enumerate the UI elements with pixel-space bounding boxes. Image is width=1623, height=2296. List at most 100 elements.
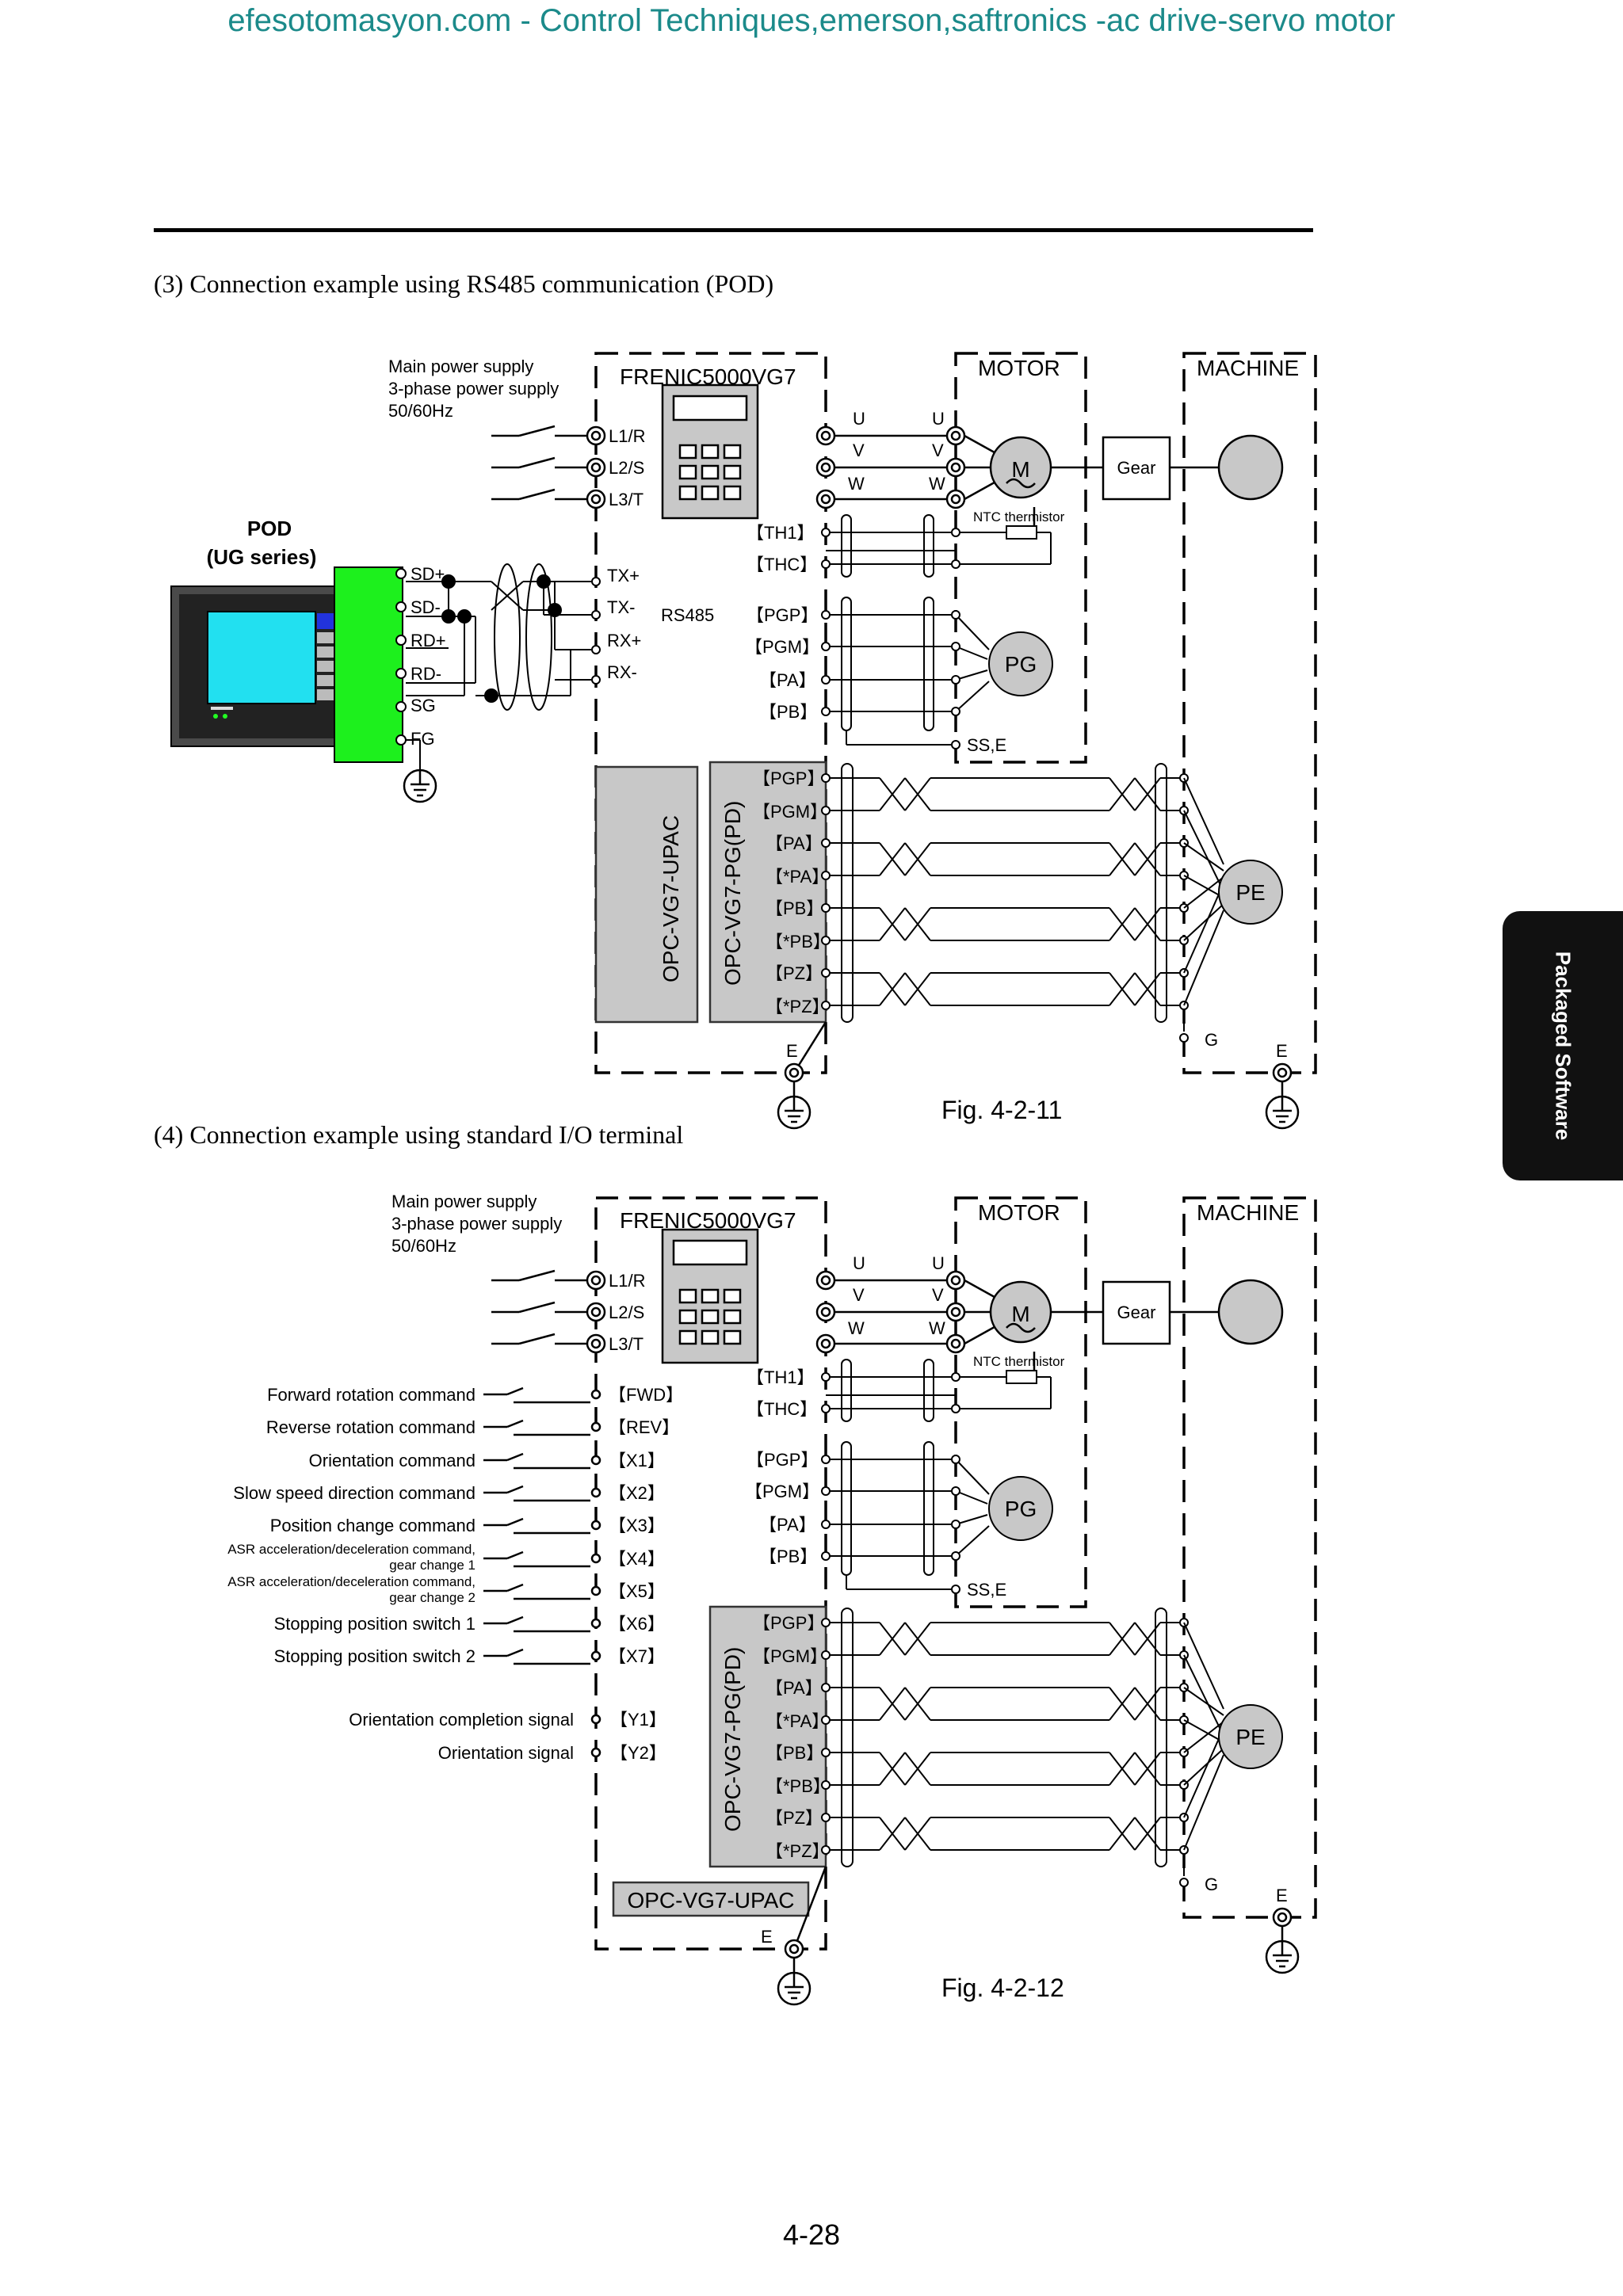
motor-box	[954, 352, 1087, 764]
figure-4-2-12	[483, 1196, 1317, 2006]
pod-term-rd-minus: RD-	[411, 664, 441, 684]
pod-screen	[207, 611, 316, 704]
term-thc-2: 【THC】	[747, 1399, 817, 1419]
pe-term-6: 【*PB】	[766, 932, 831, 952]
opc-pg-card	[708, 761, 827, 1024]
term-v-2: V	[853, 1285, 865, 1305]
motor-label-2: M	[1011, 1302, 1029, 1326]
g-label-2: G	[1205, 1875, 1218, 1894]
pod-term-rd-plus: RD+	[411, 631, 446, 650]
pe-term-8-b: 【*PZ】	[766, 1841, 830, 1861]
motor-box-title: MOTOR	[978, 356, 1060, 380]
pod-term-sd-minus: SD-	[411, 597, 441, 617]
inverter-name: FRENIC5000VG7	[620, 364, 796, 389]
rs485-tx-minus: TX-	[607, 597, 635, 617]
e-label-machine: E	[1276, 1041, 1288, 1061]
pod-series: (UG series)	[207, 545, 317, 569]
inverter-box-2	[594, 1196, 827, 1951]
term-pa-2: 【PA】	[759, 1515, 816, 1535]
term-l1-2: L1/R	[609, 1271, 645, 1291]
pe-term-2: 【PGM】	[753, 802, 827, 822]
thermistor-wiring-2	[821, 1359, 1052, 1422]
header-link[interactable]: efesotomasyon.com - Control Techniques,e…	[227, 3, 1396, 38]
output-label-y2: Orientation signal	[438, 1743, 574, 1763]
side-tab[interactable]: Packaged Software	[1503, 911, 1623, 1180]
input-label-3: Slow speed direction command	[233, 1483, 475, 1503]
machine-circle-2	[1217, 1279, 1284, 1345]
motor-box-2	[954, 1196, 1087, 1608]
pe-term-3: 【PA】	[766, 833, 823, 853]
input-term-0: 【FWD】	[609, 1385, 683, 1405]
section-3-title: (3) Connection example using RS485 commu…	[154, 269, 774, 298]
output-term-y1: 【Y1】	[610, 1710, 666, 1730]
rs485-tx-plus: TX+	[607, 566, 640, 585]
term-l1: L1/R	[609, 426, 645, 446]
pe-term-1: 【PGP】	[753, 769, 824, 788]
g-label: G	[1205, 1030, 1218, 1050]
input-term-8: 【X7】	[609, 1646, 665, 1666]
input-command-labels: Forward rotation command【FWD】Reverse rot…	[227, 1385, 683, 1666]
motor-term-w-2: W	[929, 1318, 945, 1338]
pe-term-5-b: 【PB】	[766, 1743, 823, 1763]
ntc-label: NTC thermistor	[973, 509, 1065, 524]
pe-label: PE	[1235, 880, 1265, 905]
term-pgp: 【PGP】	[747, 605, 818, 625]
opc-upac-label-2: OPC-VG7-UPAC	[627, 1888, 794, 1913]
supply-label-1-b: Main power supply	[391, 1192, 537, 1211]
input-term-1: 【REV】	[609, 1417, 679, 1437]
term-pgm: 【PGM】	[745, 637, 819, 657]
pg-wiring	[821, 597, 1053, 749]
pe-circle-2	[1218, 1704, 1283, 1769]
gear-label: Gear	[1117, 458, 1156, 478]
rs485-wiring	[403, 563, 601, 803]
pe-term-4-b: 【*PA】	[766, 1711, 829, 1731]
term-u-2: U	[853, 1253, 865, 1273]
term-pb-2: 【PB】	[759, 1547, 817, 1566]
input-term-2: 【X1】	[609, 1451, 665, 1470]
section-4-title: (4) Connection example using standard I/…	[154, 1120, 684, 1149]
input-label-8: Stopping position switch 2	[274, 1646, 475, 1666]
gear-box-2	[1102, 1280, 1171, 1345]
term-thc: 【THC】	[747, 555, 817, 574]
motor-box-title-2: MOTOR	[978, 1200, 1060, 1225]
e-label-inverter: E	[786, 1041, 798, 1061]
input-label-5-1: gear change 1	[389, 1558, 475, 1573]
term-l2-2: L2/S	[609, 1302, 644, 1322]
input-label-4: Position change command	[270, 1516, 475, 1535]
pe-term-8: 【*PZ】	[766, 997, 830, 1016]
pod-terminal-block	[334, 566, 403, 763]
rs485-rx-minus: RX-	[607, 662, 637, 682]
opc-pg-label: OPC-VG7-PG(PD)	[720, 801, 745, 986]
pod-term-fg: FG	[411, 729, 435, 749]
input-term-4: 【X3】	[609, 1516, 665, 1535]
pe-term-2-b: 【PGM】	[753, 1646, 827, 1666]
machine-circle	[1217, 434, 1284, 501]
thermistor-wiring	[821, 514, 1052, 578]
pe-circle	[1218, 860, 1283, 925]
fig-4-2-11-caption: Fig. 4-2-11	[941, 1096, 1062, 1124]
pg-wiring-2	[821, 1441, 1053, 1594]
rs485-rx-plus: RX+	[607, 631, 641, 650]
pod-device	[170, 566, 407, 763]
pe-wiring	[821, 763, 1283, 1043]
machine-box-2	[1182, 1196, 1317, 1919]
output-label-y1: Orientation completion signal	[349, 1710, 574, 1730]
input-label-5-0: ASR acceleration/deceleration command,	[227, 1542, 475, 1557]
pe-term-3-b: 【PA】	[766, 1678, 823, 1698]
pe-label-2: PE	[1235, 1725, 1265, 1749]
opc-upac-label-box	[612, 1881, 810, 1917]
opc-pg-label-2: OPC-VG7-PG(PD)	[720, 1647, 745, 1832]
input-term-7: 【X6】	[609, 1614, 665, 1634]
pe-term-6-b: 【*PB】	[766, 1776, 831, 1796]
input-label-0: Forward rotation command	[267, 1385, 475, 1405]
motor-term-v: V	[932, 441, 944, 460]
motor-term-v-2: V	[932, 1285, 944, 1305]
input-label-7: Stopping position switch 1	[274, 1614, 475, 1634]
input-term-3: 【X2】	[609, 1483, 665, 1503]
input-label-6-1: gear change 2	[389, 1590, 475, 1605]
gear-label-2: Gear	[1117, 1302, 1156, 1322]
supply-label-2: 3-phase power supply	[388, 379, 559, 399]
e-label-machine-2: E	[1276, 1886, 1288, 1905]
term-u: U	[853, 409, 865, 429]
